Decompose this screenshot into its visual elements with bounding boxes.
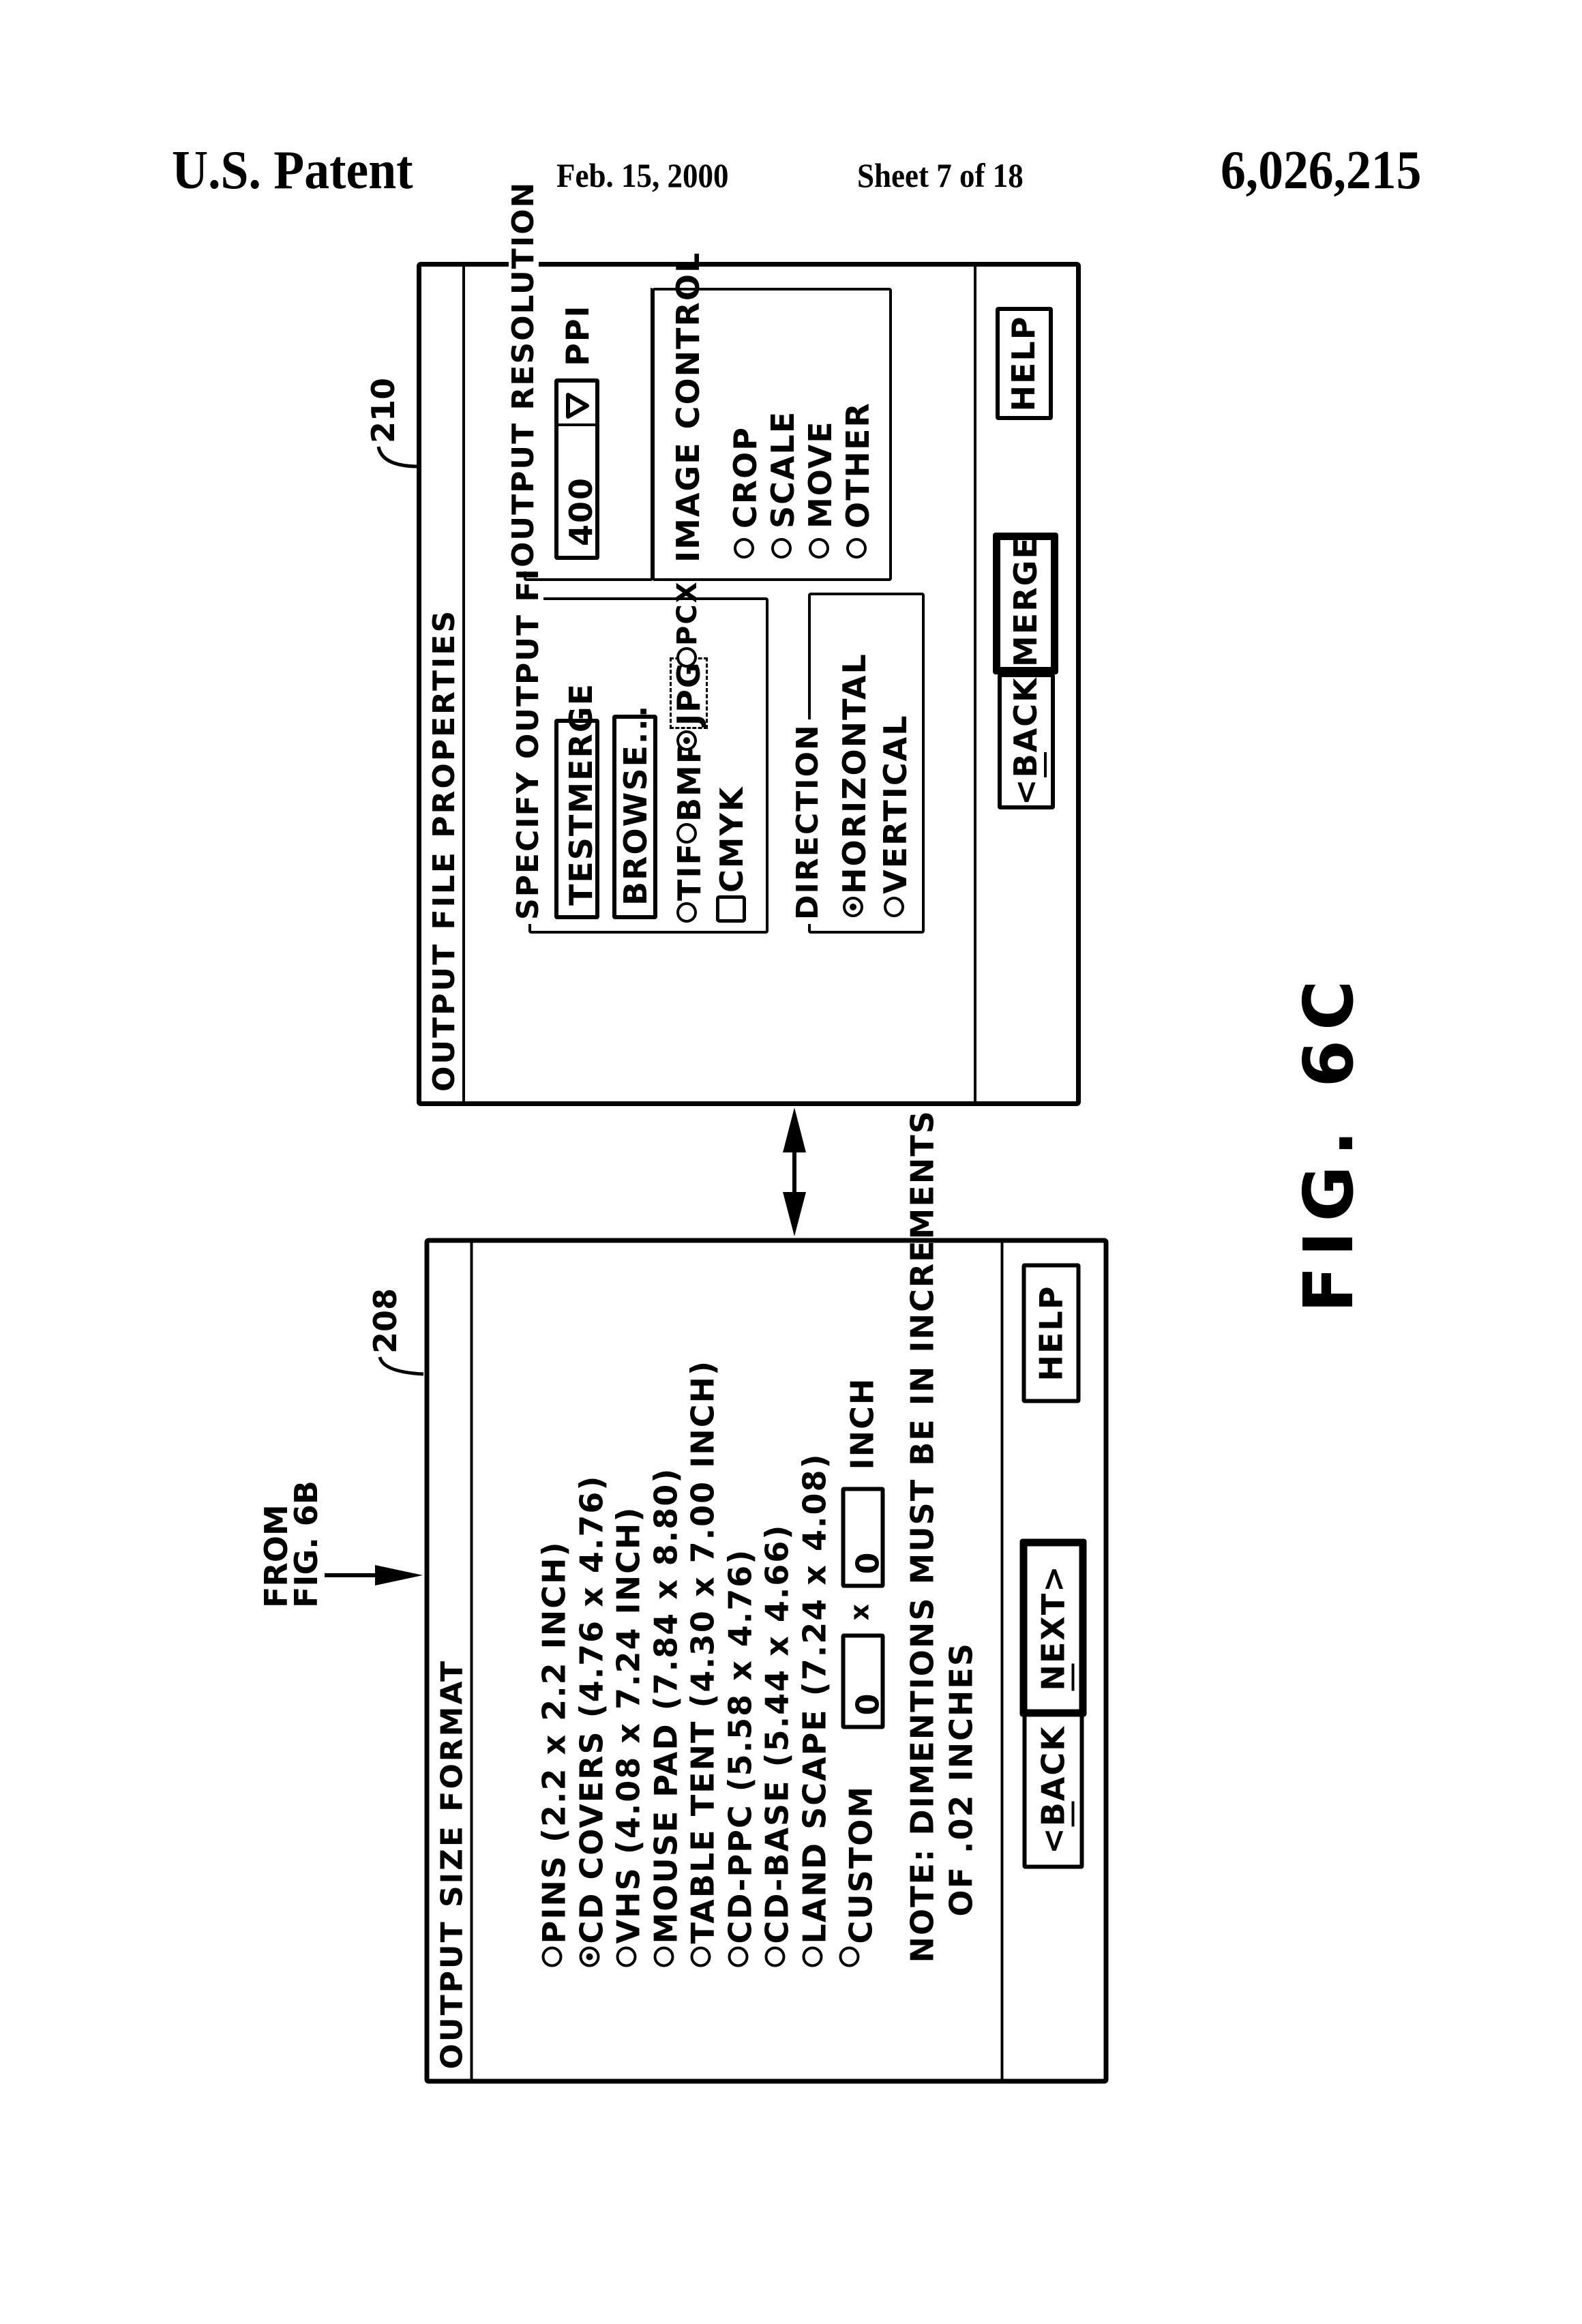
direction-radio-vertical[interactable] (884, 897, 904, 917)
format-radio-tif[interactable] (676, 902, 697, 923)
size-label-mouse-pad: MOUSE PAD (7.84 x 8.80) (647, 1467, 684, 1943)
output-filename-value: TESTMERGE (563, 682, 599, 906)
leader-210 (376, 446, 417, 468)
size-label-cd-covers: CD COVERS (4.76 x 4.76) (573, 1474, 610, 1943)
button-bar-divider (974, 267, 976, 1101)
size-radio-custom[interactable] (839, 1946, 859, 1967)
dialog-title: OUTPUT FILE PROPERTIES (427, 608, 462, 1092)
format-radio-jpg[interactable] (676, 730, 697, 751)
patent-date: Feb. 15, 2000 (556, 156, 729, 194)
ref-label-208: 208 (367, 1287, 404, 1354)
figure-label: FIG. 6C (1289, 970, 1369, 1313)
resolution-value: 400 (563, 476, 599, 546)
patent-sheet: Sheet 7 of 18 (857, 156, 1024, 194)
back-mnemonic: B (1007, 752, 1047, 778)
output-size-format-dialog: OUTPUT SIZE FORMAT PINS (2.2 x 2.2 INCH)… (424, 1109, 1108, 2083)
cmyk-checkbox[interactable] (716, 895, 746, 923)
output-file-properties-dialog: OUTPUT FILE PROPERTIES SPECIFY OUTPUT FI… (417, 177, 1081, 1106)
custom-unit-label: INCH (844, 1377, 880, 1470)
dialog-title: OUTPUT SIZE FORMAT (434, 1658, 469, 2069)
next-mnemonic: N (1034, 1663, 1074, 1691)
output-filename-input[interactable]: TESTMERGE (554, 683, 599, 919)
dialog-titlebar: OUTPUT SIZE FORMAT (429, 1242, 473, 2079)
leader-208 (378, 1356, 424, 1376)
format-radio-bmp[interactable] (676, 823, 697, 844)
back-button[interactable]: <BACK (1022, 1710, 1084, 1868)
patent-header-title: U.S. Patent (172, 140, 413, 200)
incoming-arrow-icon (325, 1565, 423, 1585)
from-label-line2: FIG. 6B (288, 1480, 325, 1608)
specify-output-file-legend: SPECIFY OUTPUT FILE (511, 521, 546, 924)
browse-button[interactable]: BROWSE... (612, 704, 657, 919)
format-radio-pcx[interactable] (676, 647, 697, 668)
size-label-custom: CUSTOM (842, 1785, 879, 1944)
custom-separator: x (844, 1602, 874, 1620)
back-prefix: < (1034, 1826, 1071, 1854)
from-fig-label: FROM FIG. 6B (258, 1480, 325, 1608)
button-bar-divider (1000, 1242, 1003, 2079)
format-label-pcx: PCX (672, 580, 703, 646)
direction-label-vertical: VERTICAL (877, 714, 914, 894)
size-label-cd-ppc: CD-PPC (5.58 x 4.76) (721, 1548, 758, 1943)
custom-height-value: 0 (849, 1550, 886, 1574)
image-control-radio-other[interactable] (846, 538, 867, 558)
image-control-label-crop: CROP (727, 426, 764, 528)
format-label-jpg: JPG (670, 657, 708, 729)
resolution-dropdown[interactable]: 400 (554, 378, 599, 560)
chevron-down-icon (566, 393, 589, 419)
dialog-titlebar: OUTPUT FILE PROPERTIES (421, 267, 465, 1101)
back-rest: ACK (1034, 1725, 1071, 1801)
ref-label-210: 210 (365, 377, 402, 443)
back-rest: ACK (1007, 676, 1044, 753)
resolution-unit: PPI (559, 304, 596, 366)
size-radio-mouse-pad[interactable] (653, 1946, 674, 1967)
size-radio-vhs[interactable] (616, 1946, 636, 1967)
next-button[interactable]: NEXT> (1019, 1538, 1086, 1716)
size-label-vhs: VHS (4.08 x 7.24 INCH) (610, 1506, 646, 1943)
output-resolution-legend: OUTPUT RESOLUTION (506, 177, 541, 571)
image-control-title: IMAGE CONTROL (670, 251, 706, 563)
next-rest: EXT> (1034, 1564, 1071, 1663)
help-button[interactable]: HELP (1021, 1263, 1080, 1403)
image-control-radio-crop[interactable] (734, 538, 754, 558)
cmyk-label: CMYK (713, 786, 750, 893)
image-control-label-move: MOVE (802, 420, 839, 528)
image-control-radio-scale[interactable] (771, 538, 792, 558)
note-line-1: NOTE: DIMENTIONS MUST BE IN INCREMENTS (904, 1109, 940, 1963)
direction-legend: DIRECTION (790, 719, 825, 924)
size-label-pins: PINS (2.2 x 2.2 INCH) (535, 1540, 572, 1943)
double-arrow-icon (783, 1107, 806, 1236)
back-mnemonic: B (1034, 1800, 1074, 1826)
format-label-tif: TIF (671, 842, 708, 901)
image-control-label-other: OTHER (839, 402, 876, 528)
size-radio-cd-base[interactable] (764, 1946, 785, 1967)
image-control-radio-move[interactable] (809, 538, 829, 558)
custom-height-input[interactable]: 0 (841, 1487, 886, 1588)
dropdown-button[interactable] (558, 383, 595, 426)
format-label-bmp: BMP (671, 739, 708, 822)
custom-width-input[interactable]: 0 (841, 1633, 886, 1729)
patent-number: 6,026,215 (1221, 140, 1422, 200)
back-button[interactable]: <BACK (998, 673, 1055, 809)
size-label-table-tent: TABLE TENT (4.30 x 7.00 INCH) (684, 1359, 721, 1943)
note-line-2: OF .02 INCHES (942, 1641, 979, 1916)
direction-radio-horizontal[interactable] (843, 897, 863, 917)
custom-width-value: 0 (849, 1691, 886, 1715)
image-control-label-scale: SCALE (764, 410, 801, 528)
size-radio-landscape[interactable] (802, 1946, 822, 1967)
from-label-line1: FROM (258, 1504, 295, 1608)
size-radio-table-tent[interactable] (690, 1946, 711, 1967)
size-label-landscape: LAND SCAPE (7.24 x 4.08) (796, 1452, 833, 1943)
back-prefix: < (1007, 777, 1044, 805)
direction-label-horizontal: HORIZONTAL (836, 653, 873, 894)
size-label-cd-base: CD-BASE (5.44 x 4.66) (758, 1523, 795, 1943)
size-radio-cd-covers[interactable] (579, 1946, 599, 1967)
help-button[interactable]: HELP (996, 307, 1053, 420)
size-radio-pins[interactable] (541, 1946, 562, 1967)
size-radio-cd-ppc[interactable] (728, 1946, 748, 1967)
merge-button[interactable]: MERGE (993, 533, 1058, 674)
